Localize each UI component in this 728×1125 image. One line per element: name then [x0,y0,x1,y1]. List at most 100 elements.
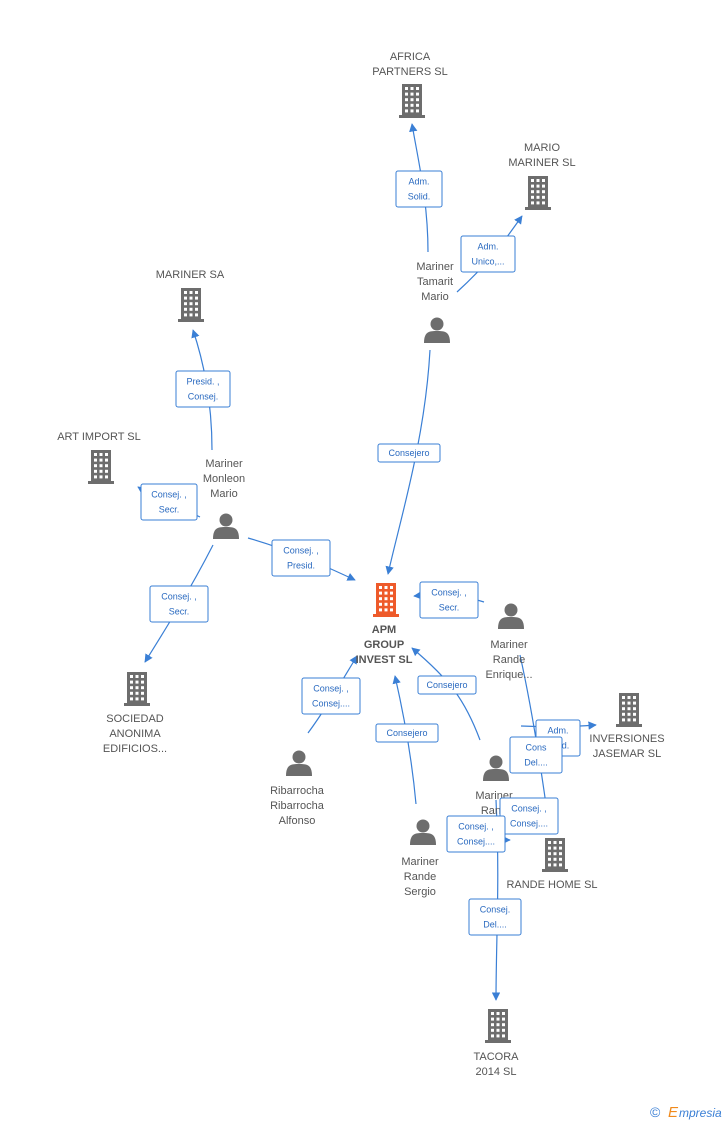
relation-label-box [271,539,331,577]
relation-label[interactable]: Consej. , Secr. [140,483,198,521]
person-icon [213,513,239,539]
node-label: Alfonso [279,815,316,827]
person-icon [483,755,509,781]
building-icon [525,176,551,210]
building-icon [542,838,568,872]
relation-label[interactable]: Consej. , Consej.... [301,677,361,715]
relation-label[interactable]: Presid. , Consej. [175,370,231,408]
relation-label-text: Secr. [169,607,190,617]
relation-label-box [446,815,506,853]
node-sociedad[interactable]: SOCIEDAD ANONIMA EDIFICIOS... [103,672,167,755]
node-mariner_sa[interactable]: MARINER SA [156,269,225,322]
relation-label-text: Secr. [439,603,460,613]
relation-label-text: Secr. [159,505,180,515]
relation-label-text: Consej. [188,392,219,402]
relation-label-box [149,585,209,623]
node-label: Mariner [416,261,454,273]
relation-label[interactable]: Consej. , Secr. [419,581,479,619]
relation-label-text: Adm. [547,726,568,736]
relation-label-box [301,677,361,715]
node-label: SOCIEDAD [106,713,164,725]
relation-label-text: Consej. , [313,684,349,694]
relation-label[interactable]: Consejero [377,443,441,463]
person-icon [410,819,436,845]
relation-label-text: Consej. , [161,592,197,602]
relation-label-text: Consej. [480,905,511,915]
relation-label[interactable]: Consej. , Secr. [149,585,209,623]
relation-label[interactable]: Consej.Del.... [468,898,522,936]
node-label: MARINER SA [156,269,225,281]
building-icon [178,288,204,322]
node-label: Mariner [205,458,243,470]
relation-label-box [509,736,563,774]
node-label: Enrique... [485,669,532,681]
relation-label-text: Consejero [388,448,429,458]
relation-label-text: Del.... [524,758,548,768]
relation-label-box [377,443,441,463]
node-art_import[interactable]: ART IMPORT SL [57,431,141,484]
relation-label-box [175,370,231,408]
relation-label[interactable]: Consej. ,Presid. [271,539,331,577]
relation-label-text: Consejero [386,728,427,738]
node-label: Sergio [404,886,436,898]
relation-label-text: Consej. , [511,804,547,814]
node-label: EDIFICIOS... [103,743,167,755]
node-label: RANDE HOME SL [506,879,597,891]
relation-label[interactable]: ConsDel.... [509,736,563,774]
relation-label[interactable]: Consejero [375,723,439,743]
relation-label-text: Consej. , [458,822,494,832]
relation-label-text: Cons [525,743,547,753]
node-label: INVERSIONES [589,733,664,745]
node-label: Tamarit [417,276,453,288]
relation-label-text: Consejero [426,680,467,690]
node-label: PARTNERS SL [372,66,447,78]
node-rande_home[interactable]: RANDE HOME SL [506,838,598,891]
relation-label-text: Consej.... [312,699,350,709]
empresia-logo: © E mpresia [650,1104,722,1121]
node-label: Mario [421,291,449,303]
relation-label-box [417,675,477,695]
relation-label[interactable]: Adm.Solid. [395,170,443,208]
relation-label-text: Consej. , [431,588,467,598]
relation-label[interactable]: Consej. , Consej.... [499,797,559,835]
relation-label-text: Consej. , [283,546,319,556]
relation-label-box [375,723,439,743]
node-label: APM [372,624,396,636]
node-label: ART IMPORT SL [57,431,141,443]
node-enrique[interactable]: MarinerRandeEnrique... [485,603,533,682]
relation-label-box [419,581,479,619]
node-label: Rande [493,654,525,666]
node-label: JASEMAR SL [593,748,661,760]
node-label: 2014 SL [476,1066,517,1078]
relation-label[interactable]: Consej. , Consej.... [446,815,506,853]
node-label: ANONIMA [109,728,161,740]
building-icon [485,1009,511,1043]
node-label: Rande [404,871,436,883]
node-label: Mariner [401,856,439,868]
relation-label-text: Presid. , [186,377,219,387]
relation-label-text: Consej.... [510,819,548,829]
node-label: Mario [210,488,238,500]
relation-label[interactable]: Adm.Unico,... [460,235,516,273]
relation-label-text: Consej. , [151,490,187,500]
node-inversiones[interactable]: INVERSIONES JASEMAR SL [589,693,665,760]
copyright-symbol: © [650,1104,661,1120]
relation-label[interactable]: Consejero [417,675,477,695]
person-icon [286,750,312,776]
person-icon [498,603,524,629]
relation-label-box [460,235,516,273]
relation-label-text: Consej.... [457,837,495,847]
relation-label-box [468,898,522,936]
relation-label-text: Adm. [408,177,429,187]
node-label: Mariner [490,639,528,651]
node-label: MARIO [524,142,561,154]
